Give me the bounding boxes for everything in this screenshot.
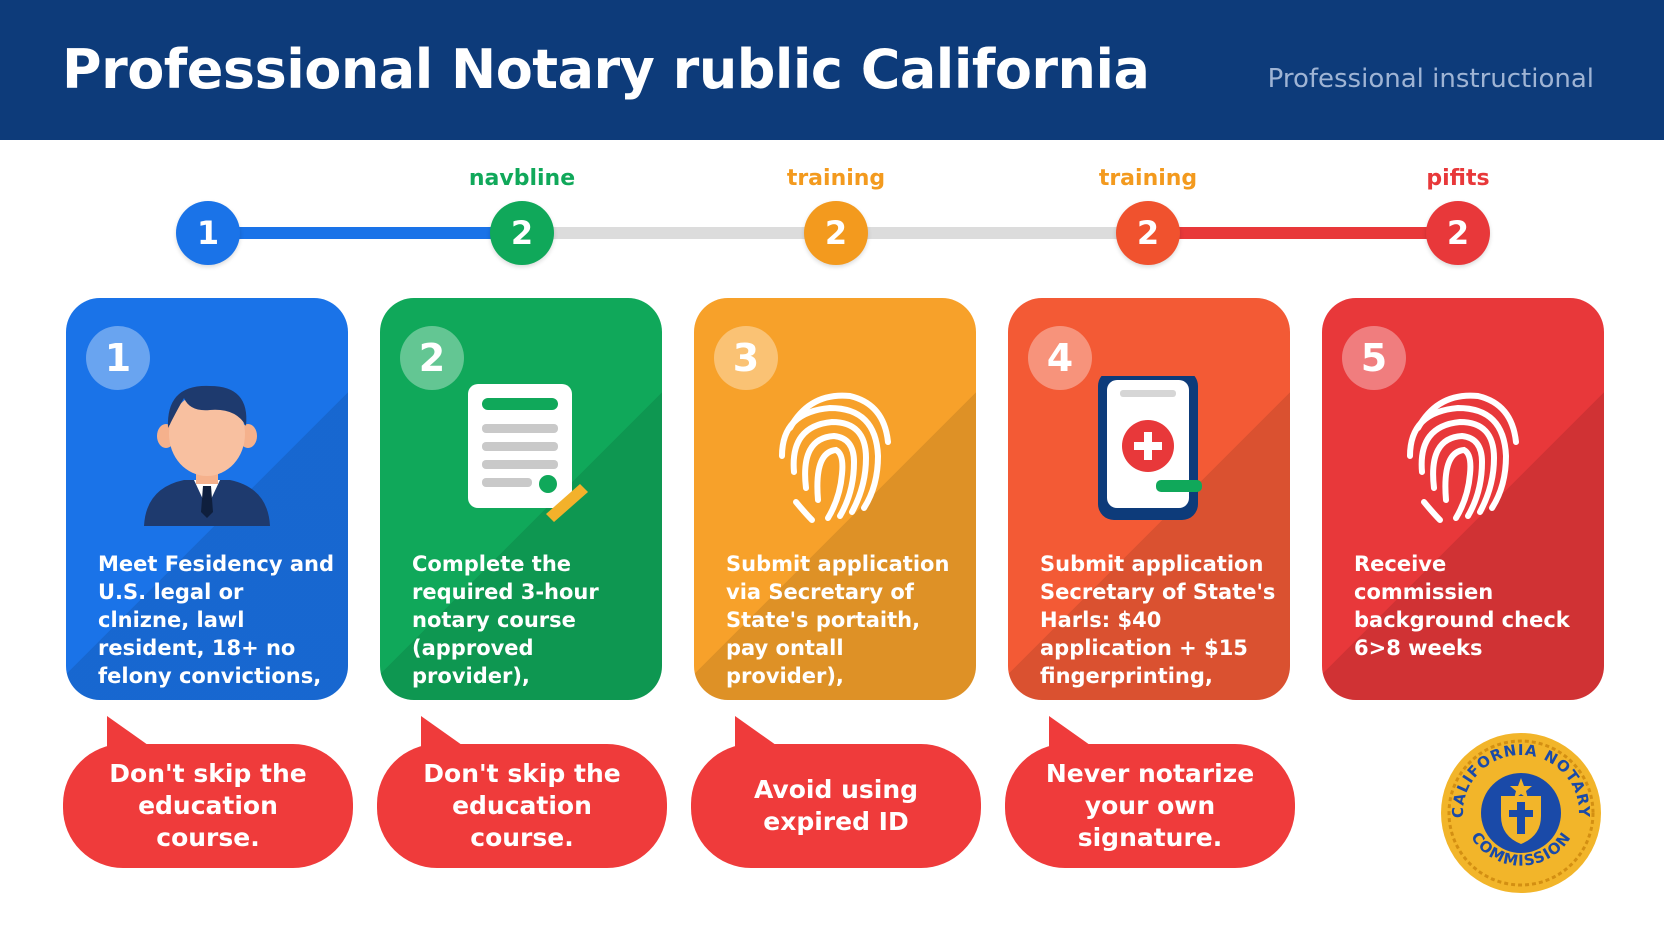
step-number-badge: 4 (1028, 326, 1092, 390)
header-banner: Professional Notary rublic California Pr… (0, 0, 1664, 140)
step-card-3: 3 Submit application via Secretary of St… (694, 298, 976, 700)
timeline-label-2: navbline (468, 166, 576, 191)
step-description: Meet Fesidency and U.S. legal or clnizne… (98, 552, 334, 688)
page-subtitle: Professional instructional (1267, 64, 1594, 94)
tip-tail (107, 716, 155, 750)
tip-text: Avoid using expired ID (753, 775, 919, 836)
tip-bubble-1: Don't skip the education course. (63, 716, 353, 868)
fingerprint-icon (1407, 392, 1519, 523)
document-icon (468, 384, 588, 522)
step-card-2: 2 Complete the required 3-hour notary co… (380, 298, 662, 700)
timeline-label-5: pifits (1426, 166, 1490, 191)
tip-tail (735, 716, 783, 750)
person-avatar-icon (144, 385, 270, 526)
timeline-segment-1 (208, 227, 522, 239)
step-description: Submit application Secretary of State's … (1040, 552, 1276, 688)
step-number-badge: 5 (1342, 326, 1406, 390)
step-description: Receive commissien background check 6>8 … (1354, 552, 1570, 660)
step-description: Complete the required 3-hour notary cour… (412, 552, 599, 688)
step-number-badge: 1 (86, 326, 150, 390)
timeline-label-3: training (786, 166, 886, 191)
step-number-badge: 3 (714, 326, 778, 390)
page-title: Professional Notary rublic California (62, 38, 1150, 101)
step-card-1: 1 Meet Fesidency and U.S. legal or clniz… (66, 298, 348, 700)
step-card-5: 5 Receive commissien background check 6>… (1322, 298, 1604, 700)
tip-text: Don't skip the education course. (109, 759, 307, 852)
timeline-label-4: training (1098, 166, 1198, 191)
medical-app-icon (1098, 376, 1202, 520)
step-description: Submit application via Secretary of Stat… (726, 552, 950, 688)
tip-tail (1049, 716, 1097, 750)
timeline-step-5: 2 (1426, 201, 1490, 265)
tip-text: Never notarize your own signature. (1045, 759, 1255, 852)
step-number-badge: 2 (400, 326, 464, 390)
timeline-step-2: 2 (490, 201, 554, 265)
timeline-segment-3 (1148, 227, 1458, 239)
tip-tail (421, 716, 469, 750)
timeline-step-4: 2 (1116, 201, 1180, 265)
fingerprint-icon (779, 392, 891, 523)
shield-cross-icon (1501, 778, 1541, 844)
tip-bubble-2: Don't skip the education course. (377, 716, 667, 868)
step-card-4: 4 Submit application Secretary of State'… (1008, 298, 1290, 700)
tip-bubble-3: Avoid using expired ID (691, 716, 981, 868)
timeline-step-3: 2 (804, 201, 868, 265)
notary-commission-seal: CALIFORNIA NOTARY COMMISSION (1441, 733, 1601, 893)
tip-bubble-4: Never notarize your own signature. (1005, 716, 1295, 868)
timeline-step-1: 1 (176, 201, 240, 265)
tip-text: Don't skip the education course. (423, 759, 621, 852)
